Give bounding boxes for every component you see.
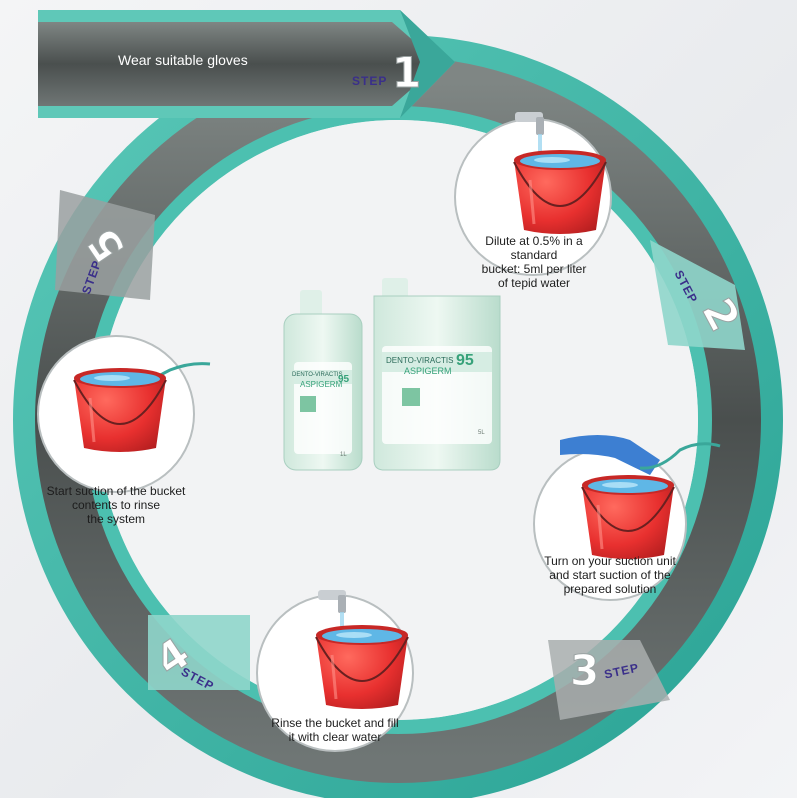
step-4-caption-line: Rinse the bucket and fill <box>271 716 399 730</box>
step-5-caption-line: Start suction of the bucket <box>46 484 186 498</box>
glove-hand-icon <box>560 435 660 475</box>
step-5-caption: Start suction of the bucket contents to … <box>46 484 186 526</box>
small-bottle-number: 95 <box>338 374 350 385</box>
step-3-segment <box>548 640 670 720</box>
step-1-banner <box>38 10 455 118</box>
step-1-number: 1 <box>391 48 422 97</box>
product-large-jerrycan <box>373 278 501 471</box>
jerrycan-brand: DENTO-VIRACTIS <box>386 356 454 365</box>
jerrycan-volume: 5L <box>478 430 485 436</box>
small-bottle-name: ASPIGERM <box>300 380 343 389</box>
jerrycan-number: 95 <box>456 352 474 369</box>
step-3-number: 3 <box>569 646 600 695</box>
step-4-caption-line: it with clear water <box>288 730 382 744</box>
step-3-caption: Turn on your suction unit and start suct… <box>544 554 676 596</box>
jerrycan-name: ASPIGERM <box>404 366 452 376</box>
step-1-word: STEP <box>352 74 388 88</box>
step-4-caption: Rinse the bucket and fill it with clear … <box>271 716 399 744</box>
small-bottle-volume: 1L <box>340 452 347 458</box>
step-4-segment <box>148 615 250 690</box>
step-2-caption-line: bucket: 5ml per liter <box>481 262 587 276</box>
step-5-segment <box>55 190 155 300</box>
step-3-circle <box>533 435 721 601</box>
faucet-icon <box>515 112 544 156</box>
step-5-caption-line: the system <box>86 512 146 526</box>
step-4-circle <box>256 590 414 752</box>
step-3-caption-line: Turn on your suction unit <box>544 554 676 568</box>
step-2-circle <box>454 112 612 276</box>
faucet-icon <box>318 590 346 636</box>
step-3-caption-line: and start suction of the <box>549 568 671 582</box>
step-2-segment <box>650 240 745 350</box>
step-2-caption-line: Dilute at 0.5% in a standard <box>485 234 583 262</box>
step-2-caption: Dilute at 0.5% in a standard bucket: 5ml… <box>470 234 598 290</box>
step-5-caption-line: contents to rinse <box>71 498 161 512</box>
step-1-instruction: Wear suitable gloves <box>118 52 248 68</box>
step-2-caption-line: of tepid water <box>497 276 571 290</box>
step-5-circle <box>37 335 211 493</box>
step-3-caption-line: prepared solution <box>563 582 657 596</box>
small-bottle-brand: DENTO-VIRACTIS <box>292 372 343 378</box>
product-small-bottle <box>283 290 363 471</box>
